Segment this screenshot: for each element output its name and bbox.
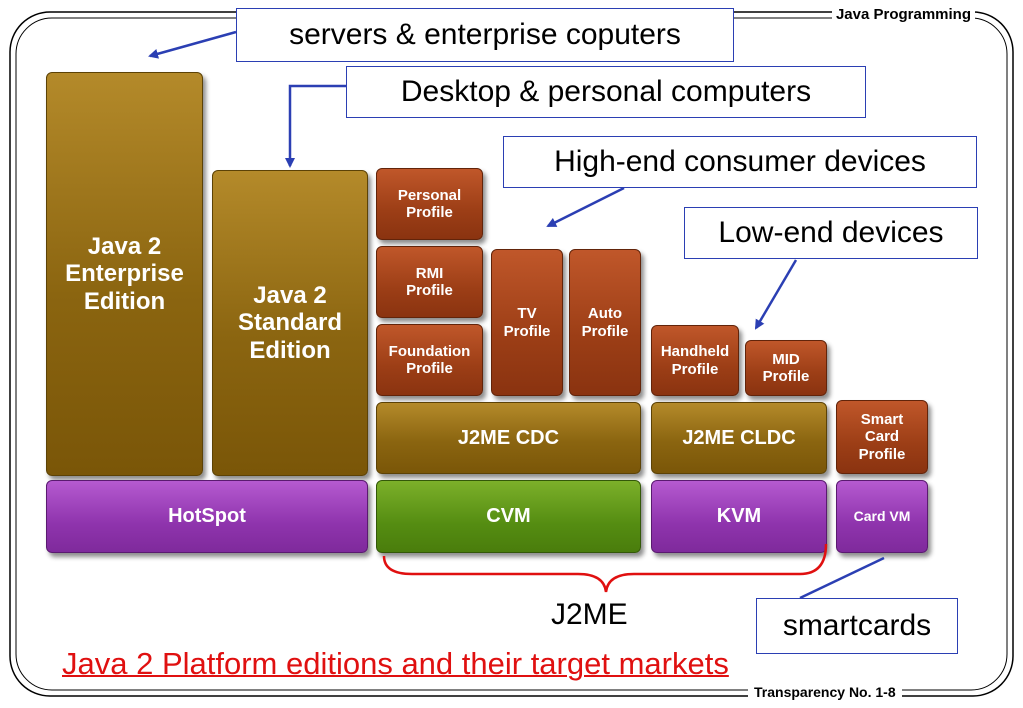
cvm-block: CVM (376, 480, 641, 553)
desktop-callout: Desktop & personal computers (346, 66, 866, 118)
card-vm-block: Card VM (836, 480, 928, 553)
personal-profile-block: Personal Profile (376, 168, 483, 240)
rmi-profile-block: RMI Profile (376, 246, 483, 318)
footer-label: Transparency No. 1-8 (748, 684, 902, 700)
smart-card-profile-block: Smart Card Profile (836, 400, 928, 474)
j2ee-block: Java 2 Enterprise Edition (46, 72, 203, 476)
header-title: Java Programming (831, 6, 975, 23)
kvm-block: KVM (651, 480, 827, 553)
tv-profile-block: TV Profile (491, 249, 563, 396)
hotspot-block: HotSpot (46, 480, 368, 553)
foundation-profile-block: Foundation Profile (376, 324, 483, 396)
auto-profile-block: Auto Profile (569, 249, 641, 396)
j2se-block: Java 2 Standard Edition (212, 170, 368, 476)
smartcards-callout: smartcards (756, 598, 958, 654)
mid-profile-block: MID Profile (745, 340, 827, 396)
j2me-cldc-block: J2ME CLDC (651, 402, 827, 474)
handheld-profile-block: Handheld Profile (651, 325, 739, 396)
servers-callout: servers & enterprise coputers (236, 8, 734, 62)
low-end-callout: Low-end devices (684, 207, 978, 259)
j2me-cdc-block: J2ME CDC (376, 402, 641, 474)
j2me-brace-label: J2ME (551, 598, 628, 631)
high-end-callout: High-end consumer devices (503, 136, 977, 188)
slide-caption: Java 2 Platform editions and their targe… (62, 646, 729, 681)
